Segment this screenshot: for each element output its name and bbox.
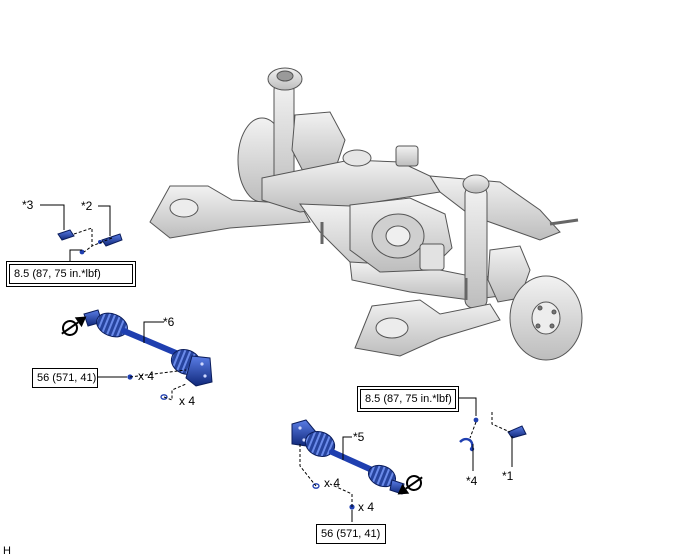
qty-bottom-bottom: x 4 <box>358 500 375 514</box>
nut-right-large <box>312 483 320 489</box>
torque-spec-small-left: 8.5 (87, 75 in.*lbf) <box>6 261 136 287</box>
torque-direction-icon <box>397 475 423 495</box>
callout-5: *5 <box>353 430 365 444</box>
right-shock-mount <box>462 174 490 194</box>
right-shock-absorber <box>464 185 488 309</box>
nut-left-large <box>160 394 168 400</box>
torque-spec-small-right: 8.5 (87, 75 in.*lbf) <box>357 386 459 412</box>
bolt-right-small <box>473 417 479 423</box>
bolt-left-small <box>79 249 85 255</box>
drive-shaft-left <box>83 309 213 387</box>
callout-3: *3 <box>22 198 34 212</box>
torque-spec-large-left: 56 (571, 41) <box>32 368 98 388</box>
leader-lines <box>40 204 513 522</box>
torque-direction-icon <box>61 316 87 336</box>
qty-left-bottom: x 4 <box>179 394 196 408</box>
part-2-sensor <box>98 233 123 247</box>
part-3-small-bracket <box>57 229 75 241</box>
callout-1: *1 <box>502 469 514 483</box>
side-member-right <box>429 175 561 241</box>
part-4-wire-harness <box>459 437 475 452</box>
dashed-guides <box>73 227 511 507</box>
qty-left-top: x 4 <box>138 369 155 383</box>
callout-6: *6 <box>163 315 175 329</box>
qty-bottom-top: x 4 <box>324 476 341 490</box>
callout-2: *2 <box>81 199 93 213</box>
figure-code: H <box>3 545 11 557</box>
part-1-sensor <box>507 425 527 439</box>
torque-spec-large-bottom: 56 (571, 41) <box>316 524 386 544</box>
right-lower-arm <box>354 299 501 357</box>
drive-shaft-right <box>291 419 405 495</box>
callout-4: *4 <box>466 474 478 488</box>
rear-suspension-assembly <box>149 67 583 361</box>
